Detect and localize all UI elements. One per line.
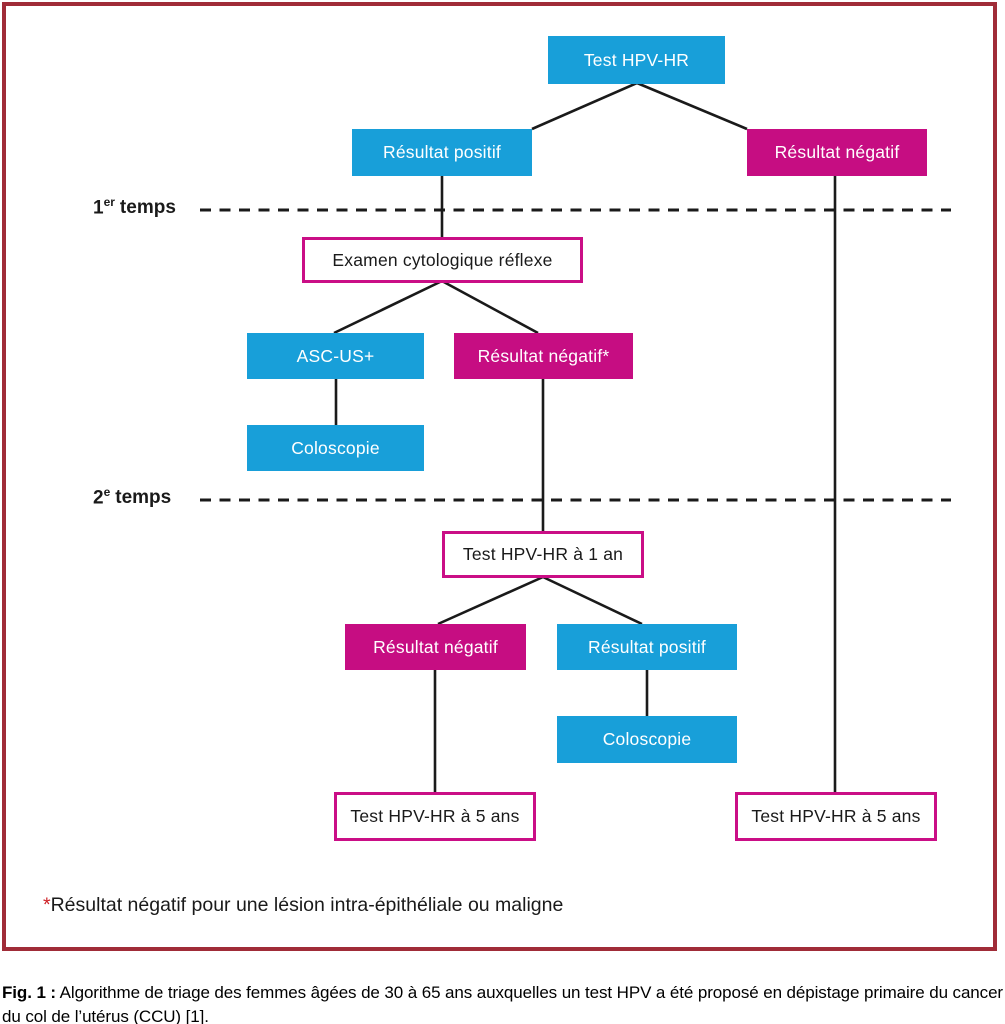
phase-word: temps — [119, 197, 176, 219]
node-label: Résultat négatif* — [477, 345, 610, 366]
node-label: Test HPV-HR — [583, 49, 690, 70]
node-test-hpv-5-ans-left: Test HPV-HR à 5 ans — [334, 792, 536, 841]
phase-ordinal-suffix: e — [103, 485, 111, 499]
node-resultat-positif-1: Résultat positif — [352, 129, 532, 176]
node-label: Examen cytologique réflexe — [332, 249, 553, 270]
node-resultat-positif-2: Résultat positif — [557, 624, 737, 670]
phase-number: 1 — [93, 197, 104, 219]
node-examen-cytologique: Examen cytologique réflexe — [302, 237, 583, 283]
node-coloscopie-2: Coloscopie — [557, 716, 737, 763]
node-test-hpv-1-an: Test HPV-HR à 1 an — [442, 531, 644, 578]
node-resultat-negatif-2: Résultat négatif* — [454, 333, 633, 379]
node-label: Test HPV-HR à 5 ans — [751, 806, 921, 826]
footnote: *Résultat négatif pour une lésion intra-… — [43, 894, 563, 917]
node-test-hpv-hr: Test HPV-HR — [548, 36, 725, 84]
node-label: ASC-US+ — [296, 345, 375, 366]
node-test-hpv-5-ans-right: Test HPV-HR à 5 ans — [735, 792, 937, 841]
phase-word: temps — [115, 487, 172, 509]
footnote-text: Résultat négatif pour une lésion intra-é… — [50, 894, 564, 916]
footnote-asterisk: * — [43, 894, 51, 916]
node-label: Résultat négatif — [774, 142, 900, 162]
caption-text: Algorithme de triage des femmes âgées de… — [2, 983, 1003, 1024]
phase-number: 2 — [93, 487, 104, 509]
node-coloscopie-1: Coloscopie — [247, 425, 424, 471]
node-label: Résultat positif — [588, 636, 706, 657]
node-label: Coloscopie — [602, 729, 692, 749]
node-label: Coloscopie — [291, 437, 380, 458]
figure-caption: Fig. 1 : Algorithme de triage des femmes… — [2, 981, 1003, 1024]
node-label: Test HPV-HR à 1 an — [462, 544, 624, 564]
node-label: Résultat négatif — [373, 636, 498, 657]
node-resultat-negatif-3: Résultat négatif — [345, 624, 526, 670]
node-label: Test HPV-HR à 5 ans — [350, 806, 520, 826]
node-asc-us: ASC-US+ — [247, 333, 424, 379]
node-label: Résultat positif — [383, 142, 501, 162]
node-resultat-negatif-1: Résultat négatif — [747, 129, 927, 176]
phase-ordinal-suffix: er — [103, 195, 115, 209]
caption-figure-number: Fig. 1 : — [2, 983, 56, 1002]
